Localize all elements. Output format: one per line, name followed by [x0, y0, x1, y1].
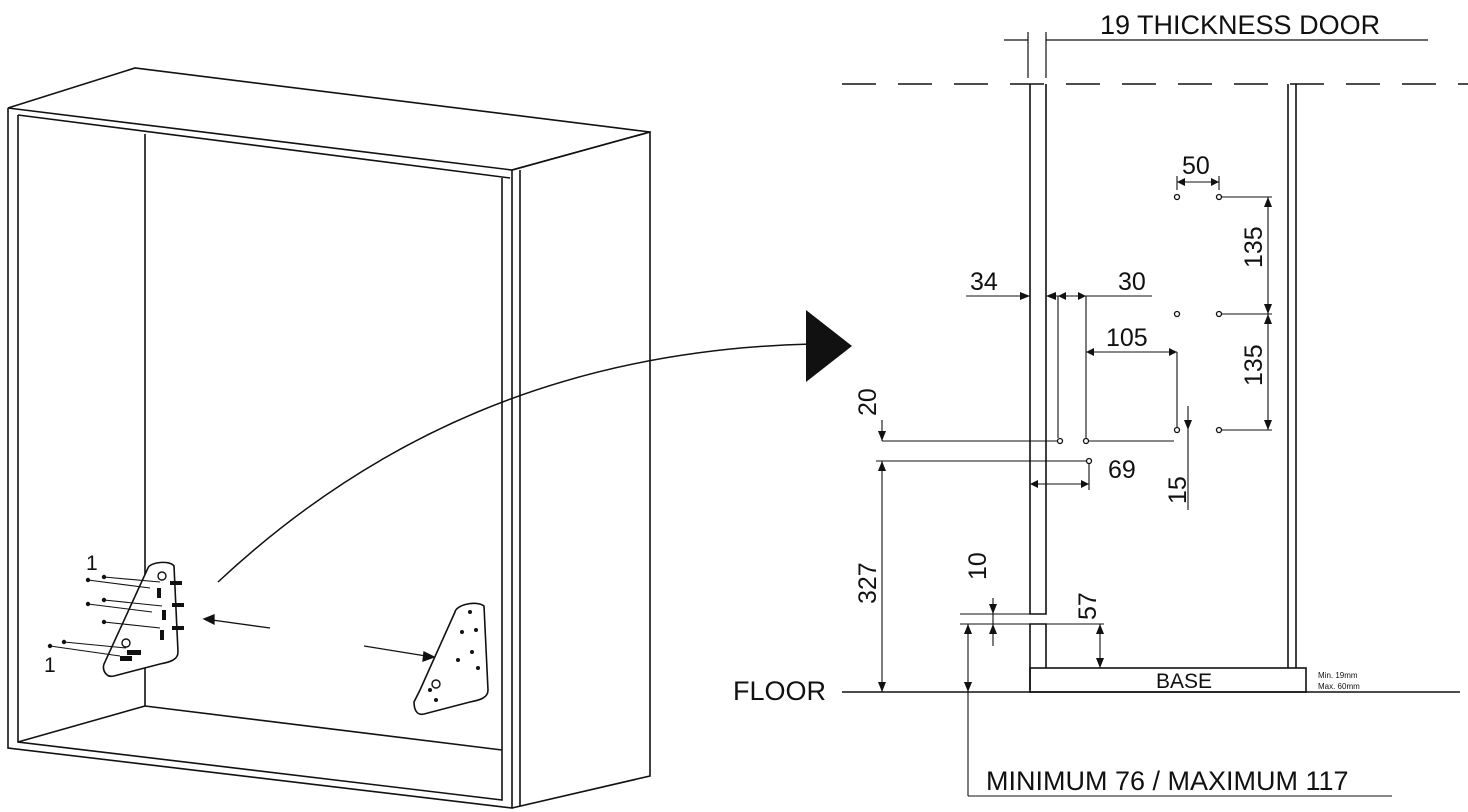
side-panel-section: [1287, 84, 1297, 668]
dim-135-bottom: 135: [1240, 344, 1268, 386]
dim-105: 105: [1106, 324, 1148, 352]
floor-label: FLOOR: [733, 676, 826, 706]
dim-10: 10: [964, 552, 992, 580]
hinge-plate-left: [47, 561, 184, 678]
base-min-label: Min. 19mm: [1318, 671, 1358, 680]
cabinet-drawing: [7, 67, 651, 809]
dim-34: 34: [970, 268, 998, 296]
part-number-top: 1: [86, 552, 98, 575]
dim-69: 69: [1108, 456, 1136, 484]
dim-57: 57: [1074, 592, 1102, 620]
detail-arrow: [217, 310, 852, 583]
door-thickness-label: 19 THICKNESS DOOR: [1100, 10, 1380, 40]
hinge-plate-right: [413, 602, 489, 716]
dim-135-top: 135: [1240, 226, 1268, 268]
door-section: [1029, 84, 1047, 690]
dim-20: 20: [854, 388, 882, 416]
part-number-bottom: 1: [44, 654, 56, 677]
plinth-range-label: MINIMUM 76 / MAXIMUM 117: [986, 766, 1349, 796]
base-max-label: Max. 60mm: [1318, 682, 1360, 691]
dim-15: 15: [1164, 476, 1192, 504]
dim-50: 50: [1182, 152, 1210, 180]
assembly-arrows: [202, 614, 436, 662]
dim-30: 30: [1118, 268, 1146, 296]
dim-327: 327: [854, 562, 882, 604]
section-drawing: 19 THICKNESS DOOR BASE Min. 19mm Max. 60…: [733, 10, 1468, 797]
base-label: BASE: [1156, 670, 1212, 693]
drill-holes: [1056, 193, 1223, 465]
